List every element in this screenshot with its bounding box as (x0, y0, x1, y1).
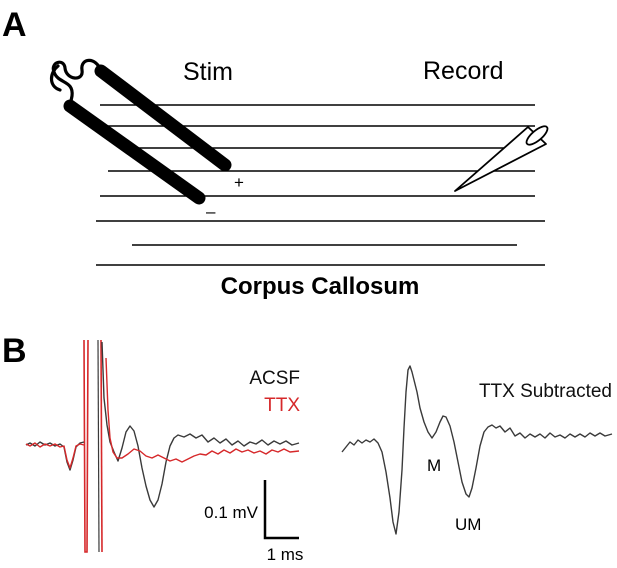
ttx-trace (25, 357, 300, 469)
scale-time-label: 1 ms (267, 545, 304, 564)
panel-b: B ACSF TTX 0.1 mV 1 ms TTX Subtracted M … (2, 332, 613, 564)
corpus-callosum-fibers (96, 104, 545, 266)
peak-um-label: UM (455, 515, 481, 534)
legend-ttx: TTX (264, 395, 300, 416)
stimulating-electrode-icon (49, 58, 232, 205)
scale-voltage-label: 0.1 mV (204, 503, 259, 522)
panel-b-label: B (2, 332, 27, 370)
scale-bar (263, 480, 299, 540)
stim-label: Stim (183, 58, 233, 86)
recording-electrode-icon (454, 125, 549, 192)
cathode-minus-label: – (206, 202, 216, 221)
ttx-subtracted-label: TTX Subtracted (479, 381, 612, 402)
record-label: Record (423, 57, 504, 85)
anode-plus-label: + (234, 173, 244, 192)
corpus-callosum-title: Corpus Callosum (221, 273, 420, 300)
panel-a: A + – Stim Record Corpus Callosum (2, 6, 549, 300)
stimulus-artifact (83, 339, 103, 553)
peak-m-label: M (427, 456, 441, 475)
legend-acsf: ACSF (249, 368, 300, 389)
ttx-subtracted-trace (341, 365, 613, 535)
acsf-trace (25, 341, 300, 508)
panel-a-label: A (2, 6, 27, 44)
